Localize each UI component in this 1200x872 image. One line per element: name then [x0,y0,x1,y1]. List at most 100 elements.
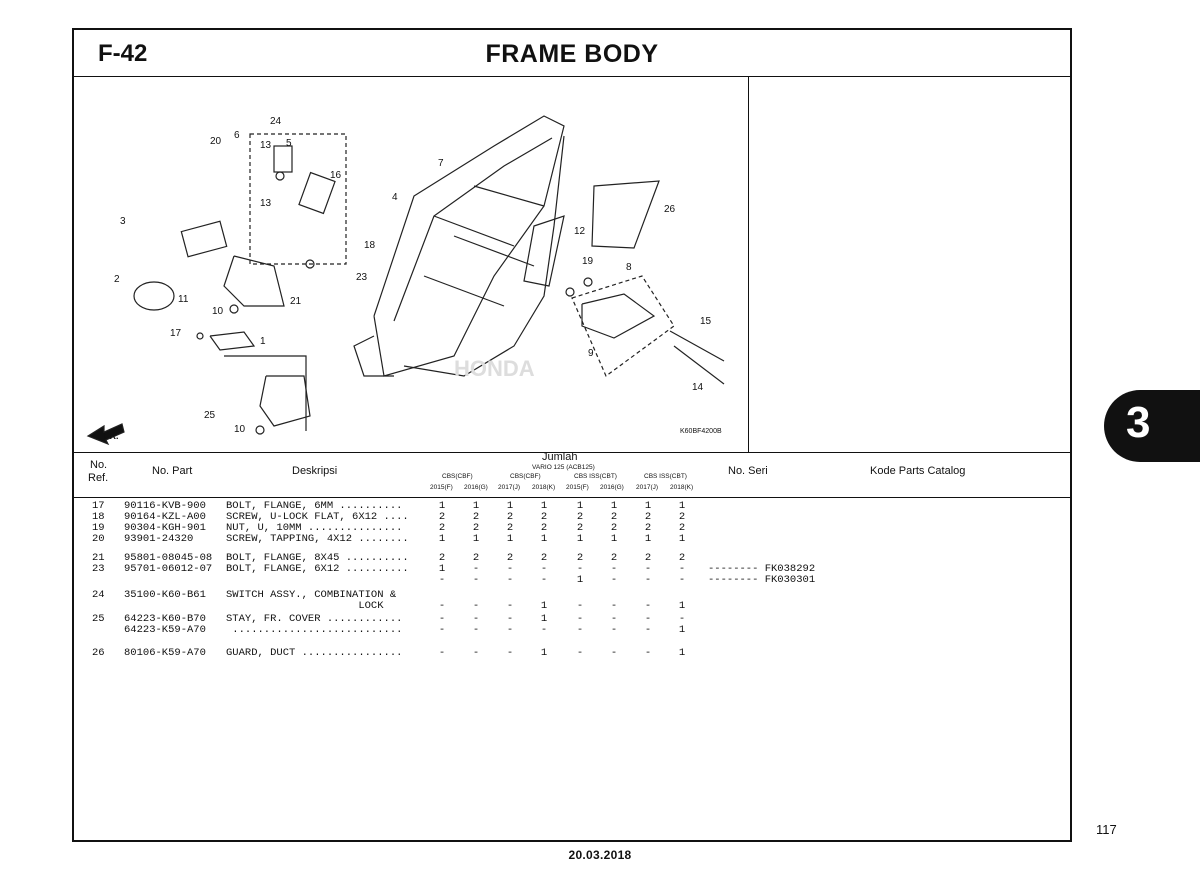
qty-cell: 1 [472,533,480,545]
part-number-cell: 35100-K60-B61 [124,589,206,601]
qty-cell: - [678,574,686,586]
table-row: 21 95801-08045-08 BOLT, FLANGE, 8X45 .....… [74,552,1070,564]
qty-cell: 2 [678,552,686,564]
ref-cell: 25 [92,613,105,625]
qty-cell: - [506,563,514,575]
exploded-diagram: HONDA 24 20 6 13 5 16 4 3 13 18 2 23 11 … [74,76,749,452]
qty-cell: - [472,624,480,636]
catalog-frame: F-42 FRAME BODY [72,28,1072,842]
table-row: -------- FK030301----1--- [74,574,1070,586]
qty-cell: - [576,563,584,575]
header-no-seri: No. Seri [728,465,768,477]
qty-cell: - [576,647,584,659]
qty-cell: 1 [610,500,618,512]
qty-cell: 2 [576,552,584,564]
qty-cell: - [576,600,584,612]
part-number-cell: 90304-KGH-901 [124,522,206,534]
qty-cell: 2 [678,522,686,534]
header-group-1: CBS(CBF) [442,473,473,480]
description-cell: STAY, FR. COVER ............ [226,613,403,625]
header-no-part: No. Part [152,465,193,477]
description-cell: SCREW, TAPPING, 4X12 ........ [226,533,409,545]
qty-cell: - [610,613,618,625]
part-number-cell: 95801-08045-08 [124,552,213,564]
qty-cell: 1 [540,647,548,659]
qty-cell: 1 [540,533,548,545]
header-jumlah: Jumlah [542,451,578,463]
ref-cell: 18 [92,511,105,523]
qty-cell: 1 [540,613,548,625]
header-year-3: 2017(J) [498,484,521,491]
header-year-7: 2017(J) [636,484,659,491]
svg-text:HONDA: HONDA [454,356,535,381]
qty-cell: 1 [506,500,514,512]
ref-cell: 17 [92,500,105,512]
qty-cell: 1 [678,533,686,545]
qty-cell: - [438,647,446,659]
qty-cell: 2 [438,511,446,523]
callout-20: 20 [210,136,222,147]
qty-cell: 2 [506,511,514,523]
qty-cell: - [576,624,584,636]
callout-1: 1 [260,336,266,347]
fr-label: FR. [104,431,119,441]
ref-cell: 26 [92,647,105,659]
qty-cell: 1 [644,533,652,545]
qty-cell: - [506,574,514,586]
qty-cell: - [472,563,480,575]
qty-cell: 1 [438,500,446,512]
header-group-3: CBS ISS(CBT) [574,473,617,480]
header-kode: Kode Parts Catalog [870,465,966,477]
description-cell: NUT, U, 10MM ............... [226,522,403,534]
qty-cell: 2 [540,511,548,523]
callout-2: 2 [114,274,120,285]
qty-cell: - [610,563,618,575]
section-code: F-42 [98,40,148,67]
qty-cell: - [610,600,618,612]
qty-cell: - [540,574,548,586]
qty-cell: - [610,624,618,636]
callout-6: 6 [234,130,240,141]
qty-cell: - [610,574,618,586]
qty-cell: - [644,600,652,612]
callout-12: 12 [574,226,586,237]
qty-cell: 1 [678,647,686,659]
ref-cell: 20 [92,533,105,545]
qty-cell: 1 [576,500,584,512]
description-cell: BOLT, FLANGE, 8X45 .......... [226,552,409,564]
qty-cell: - [678,563,686,575]
description-cell: SWITCH ASSY., COMBINATION & [226,589,397,601]
qty-cell: - [438,624,446,636]
qty-cell: - [472,600,480,612]
side-panel [523,215,565,287]
qty-cell: 1 [540,500,548,512]
main-frame-outline [373,115,565,377]
qty-cell: - [506,624,514,636]
callout-21: 21 [290,296,302,307]
header-no: No. [90,459,108,471]
qty-cell: - [506,613,514,625]
qty-cell: 2 [678,511,686,523]
ref-cell: 21 [92,552,105,564]
stay-box [224,355,307,431]
cover-assy-box [571,275,675,377]
qty-cell: 2 [438,552,446,564]
qty-cell: 2 [506,552,514,564]
qty-cell: 2 [576,522,584,534]
callout-13: 13 [260,140,272,151]
qty-cell: 2 [472,522,480,534]
qty-cell: 1 [678,624,686,636]
qty-cell: 2 [610,552,618,564]
header-year-1: 2015(F) [430,484,453,491]
callout-18: 18 [364,240,376,251]
description-cell: SCREW, U-LOCK FLAT, 6X12 .... [226,511,409,523]
switch-assy-box [249,133,347,265]
qty-cell: 1 [678,600,686,612]
page-header: F-42 FRAME BODY [74,30,1070,77]
ref-cell: 24 [92,589,105,601]
qty-cell: 2 [610,522,618,534]
